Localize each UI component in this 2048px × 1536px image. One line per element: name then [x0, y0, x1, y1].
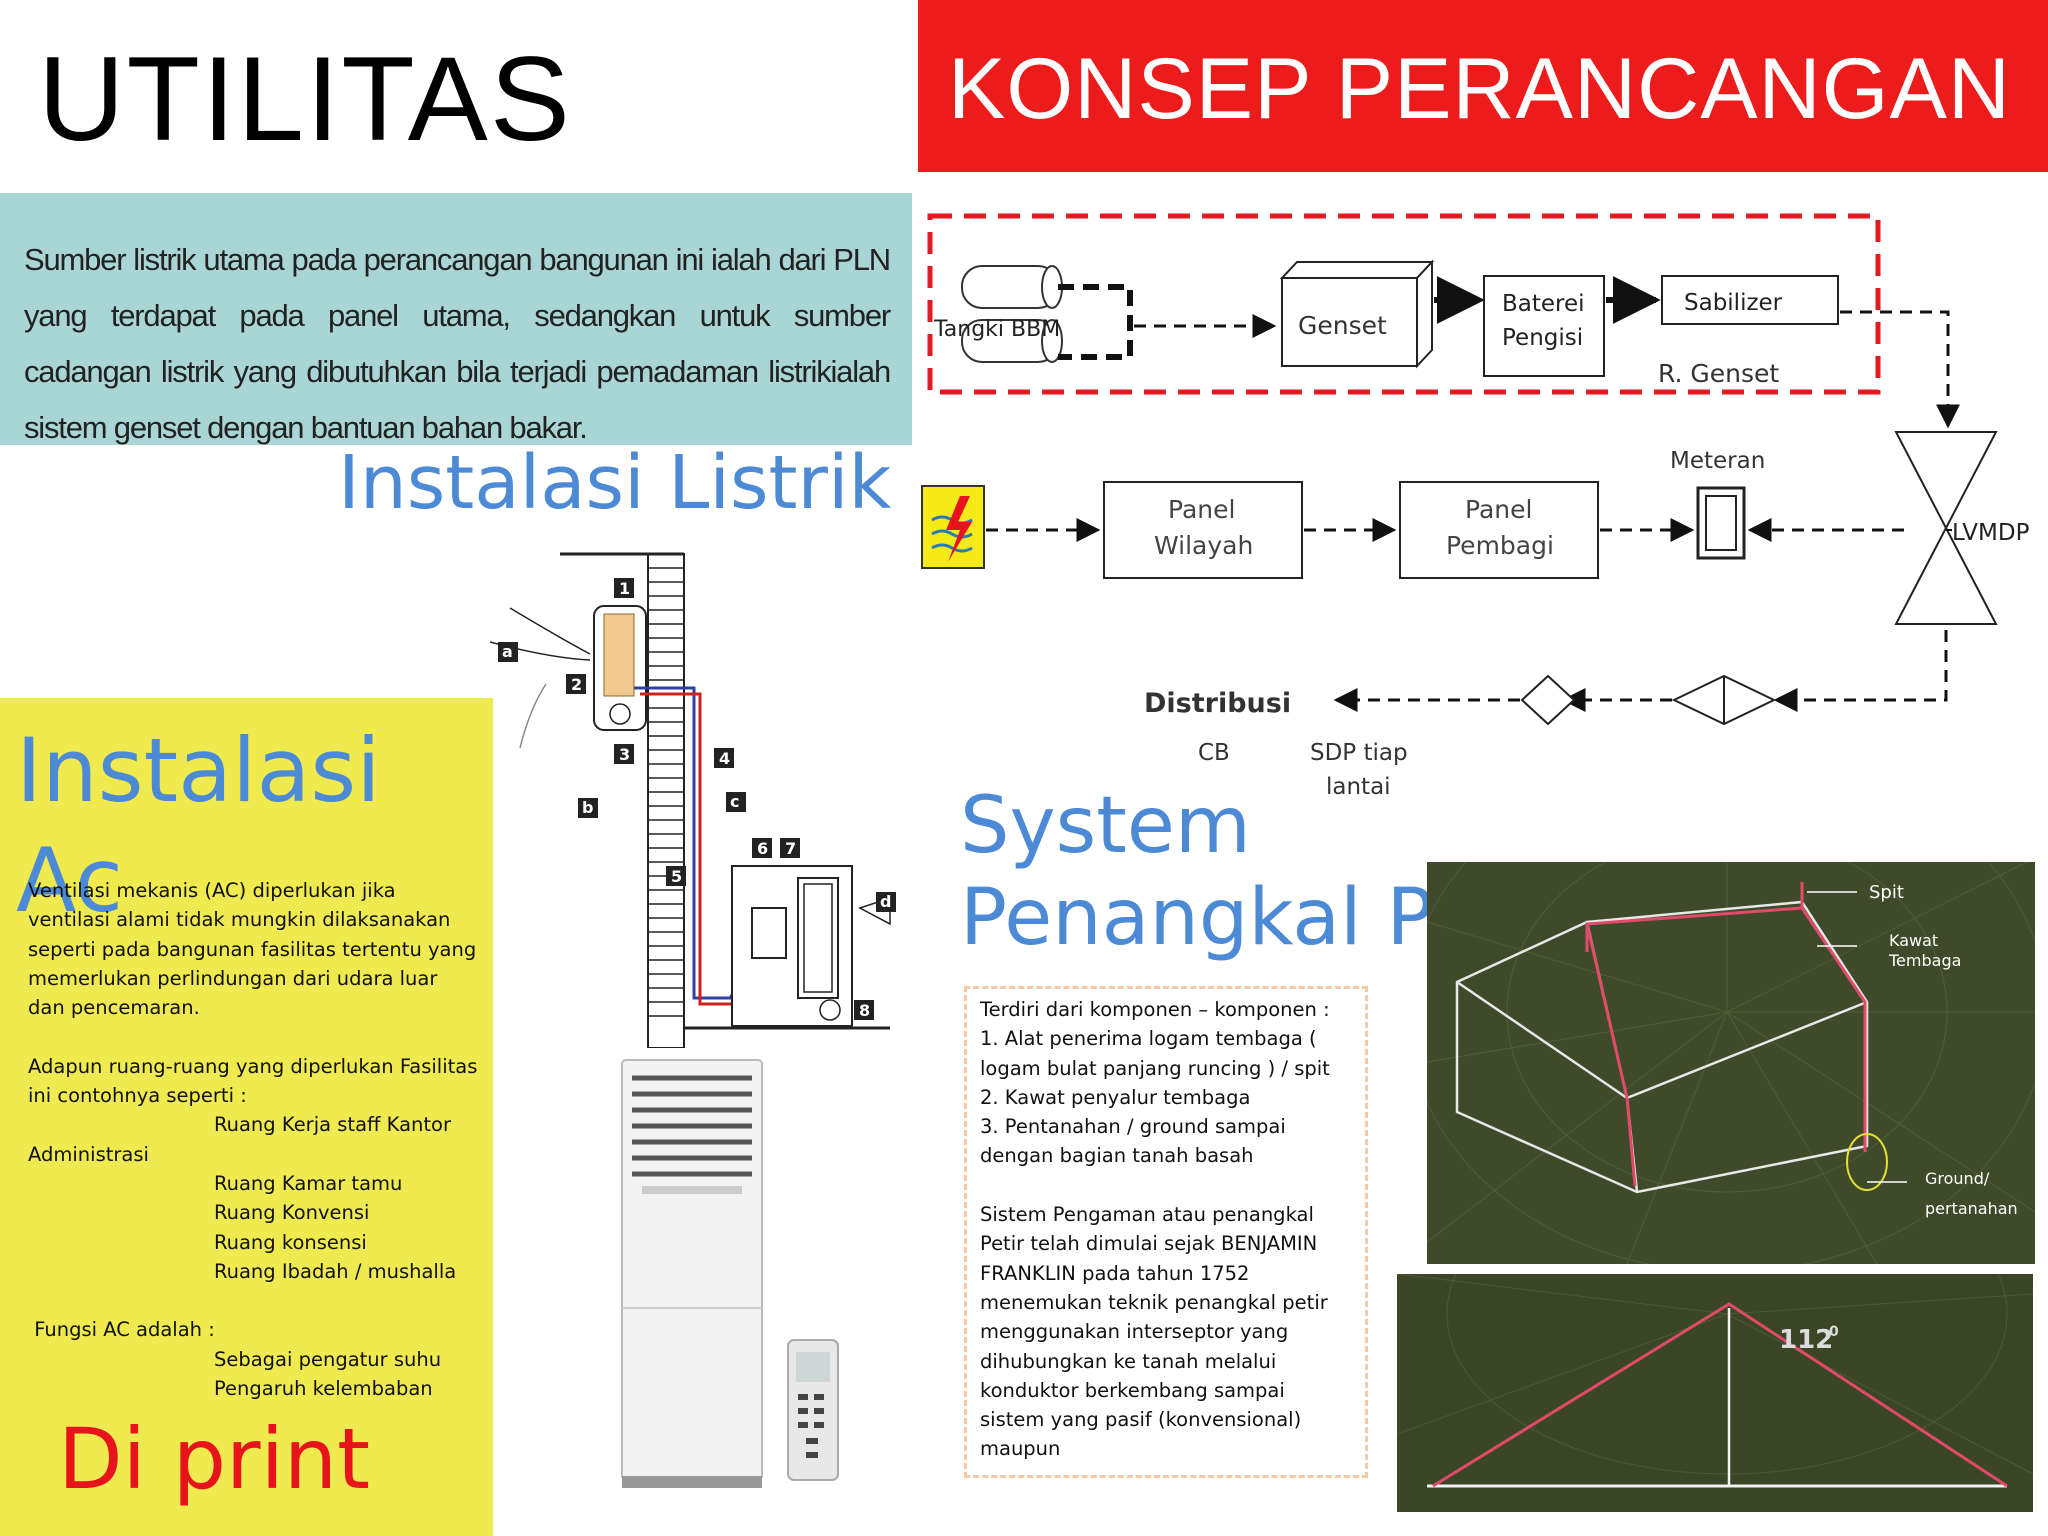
- lvmdp-symbol: [1894, 431, 1998, 625]
- genset-label: Genset: [1298, 311, 1387, 340]
- intro-panel: [0, 193, 912, 445]
- ac-tag-d: d: [880, 892, 891, 911]
- ac-tag-3: 3: [619, 745, 630, 764]
- ac-tag-8: 8: [859, 1001, 870, 1020]
- listrik-heading: Instalasi Listrik: [338, 440, 892, 526]
- panel-pembagi-label-2: Pembagi: [1446, 531, 1554, 560]
- sdp-label-1: SDP tiap: [1310, 740, 1408, 766]
- kawat-label-1: Kawat: [1889, 931, 1938, 950]
- ac-tag-4: 4: [719, 749, 730, 768]
- angle-degree: 0: [1829, 1324, 1839, 1340]
- petir-description: Terdiri dari komponen – komponen : 1. Al…: [980, 998, 1330, 1461]
- ac-system-diagram: 1 2 3 4 5 6 7 8 a b c d: [490, 552, 896, 1048]
- ac-heading: Instalasi Ac: [16, 716, 381, 936]
- ac-tag-a: a: [502, 642, 513, 661]
- cb-label: CB: [1198, 740, 1230, 766]
- tank-label: Tangki BBM: [933, 317, 1060, 342]
- banner: [918, 0, 2048, 172]
- stabilizer-label: Sabilizer: [1684, 290, 1783, 316]
- panel-pembagi-label-1: Panel: [1465, 495, 1532, 524]
- floor-ac-unit-illustration: [621, 1059, 839, 1488]
- fuel-tank-icon: [961, 265, 1063, 363]
- electrical-diagram: Tangki BBM Genset Baterei Pengisi Sabili…: [921, 213, 2030, 800]
- battery-label-1: Baterei: [1502, 291, 1585, 317]
- ac-tag-2: 2: [571, 675, 582, 694]
- cb-symbol: [1520, 674, 1576, 726]
- ac-tag-1: 1: [619, 579, 630, 598]
- genset-room-frame: [927, 213, 1881, 395]
- genset-box: [1279, 259, 1435, 369]
- page-title: UTILITAS: [38, 32, 572, 166]
- ac-heading-line-2: Ac: [16, 829, 124, 932]
- ac-tag-5: 5: [671, 867, 682, 886]
- panel-pembagi-box: [1399, 481, 1599, 579]
- petir-heading-line-1: System: [960, 781, 1251, 871]
- ground-label-1: Ground/: [1925, 1169, 1990, 1188]
- meter-icon: [1696, 486, 1746, 560]
- lightning-rod-house-image: Spit Kawat Tembaga Ground/ pertanahan: [1427, 862, 2035, 1264]
- battery-charger-box: [1483, 275, 1605, 377]
- stabilizer-box: [1661, 275, 1839, 325]
- ac-description: Ventilasi mekanis (AC) diperlukan jika v…: [28, 879, 478, 1401]
- lvmdp-label: LVMDP: [1952, 520, 2030, 546]
- genset-room-label: R. Genset: [1658, 359, 1779, 388]
- panel-wilayah-label-2: Wilayah: [1154, 531, 1253, 560]
- meter-label: Meteran: [1670, 448, 1765, 474]
- ground-label-2: pertanahan: [1925, 1199, 2018, 1218]
- kawat-label-2: Tembaga: [1888, 951, 1961, 970]
- ac-tag-7: 7: [785, 839, 796, 858]
- ac-tag-c: c: [730, 792, 739, 811]
- petir-text-frame: [964, 986, 1368, 1478]
- ac-tag-b: b: [582, 798, 593, 817]
- intro-text: Sumber listrik utama pada perancangan ba…: [24, 242, 891, 445]
- distribution-label: Distribusi: [1144, 688, 1291, 719]
- spit-label: Spit: [1869, 882, 1904, 903]
- protection-angle-image: 112 0: [1397, 1274, 2033, 1512]
- banner-title: KONSEP PERANCANGAN: [948, 41, 2012, 137]
- print-note: Di print: [58, 1410, 371, 1508]
- angle-label: 112: [1779, 1325, 1833, 1355]
- battery-label-2: Pengisi: [1502, 325, 1583, 351]
- ac-heading-line-1: Instalasi: [16, 719, 381, 822]
- sdp-label-2: lantai: [1326, 774, 1391, 800]
- panel-wilayah-label-1: Panel: [1168, 495, 1235, 524]
- panel-wilayah-box: [1103, 481, 1303, 579]
- ac-panel: [0, 698, 493, 1536]
- ac-tag-6: 6: [757, 839, 768, 858]
